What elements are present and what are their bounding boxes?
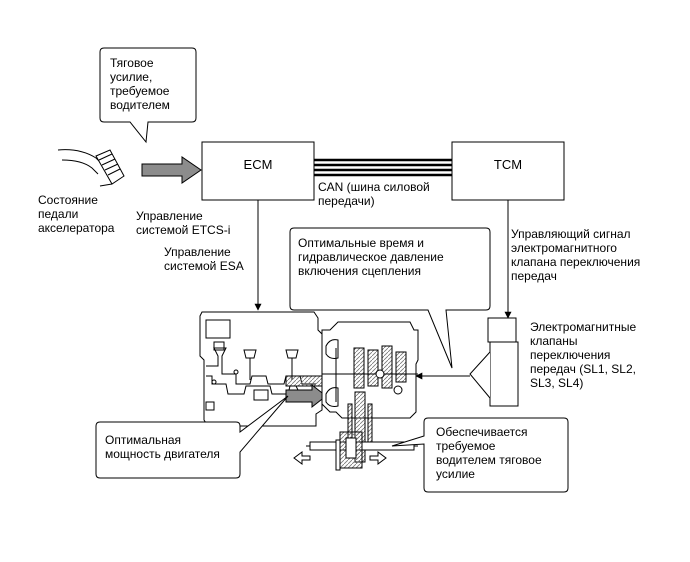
transmission-drawing [321, 321, 419, 463]
callout-optimal-timing-bubble [289, 227, 491, 369]
callout-optimal-timing-text: Оптимальные время и гидравлическое давле… [298, 236, 444, 278]
right-wheel-arrow-icon [369, 451, 387, 465]
solenoid-valves-label: Электромагнитные клапаны переключения пе… [530, 320, 637, 390]
ecm-label: ECM [243, 157, 273, 172]
can-bus-lines [314, 158, 452, 177]
can-bus-label: CAN (шина силовой передачи) [318, 180, 430, 208]
callout-driver-force-bubble [99, 47, 197, 144]
solenoid-valve-icon [469, 317, 519, 407]
etcs-control-label: Управление системой ETCS-i [136, 209, 231, 237]
esa-control-label: Управление системой ESA [164, 245, 244, 273]
callout-traction-text: Обеспечивается требуемое водителем тягов… [436, 425, 542, 481]
accelerator-pedal-icon [57, 149, 125, 187]
solenoid-signal-label: Управляющий сигнал электромагнитного кла… [511, 227, 641, 283]
callout-engine-power-text: Оптимальная мощность двигателя [105, 433, 220, 461]
left-wheel-arrow-icon [293, 451, 311, 465]
engine-transmission-drawing [199, 311, 323, 427]
callout-traction-bubble [391, 417, 569, 493]
differential-drawing [306, 431, 418, 471]
pedal-state-label: Состояние педали акселератора [38, 193, 115, 235]
callout-engine-power-bubble [95, 395, 289, 479]
engine-output-shaft [285, 375, 345, 409]
ecm-box [201, 141, 315, 201]
callout-driver-force-text: Тяговое усилие, требуемое водителем [110, 56, 170, 112]
tcm-label: TCM [493, 157, 523, 172]
pedal-to-ecm-arrow [141, 156, 202, 184]
